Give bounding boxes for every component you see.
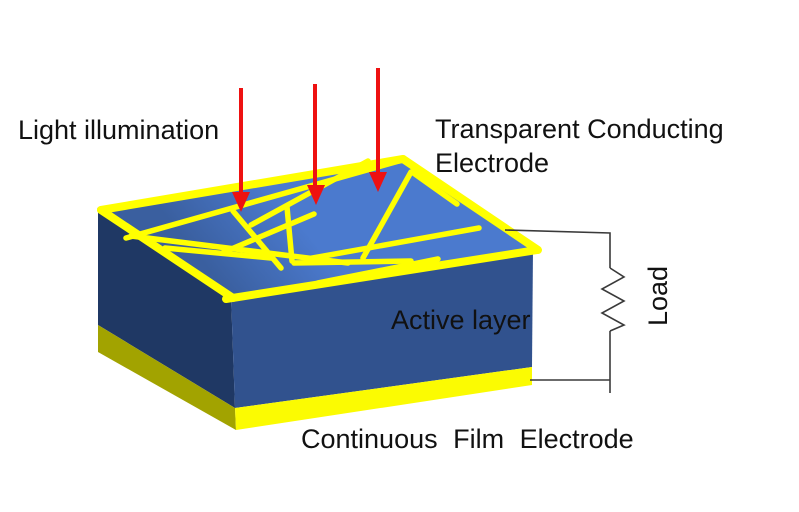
label-load: Load bbox=[643, 265, 673, 327]
label-active-layer: Active layer bbox=[391, 305, 531, 335]
label-transparent-conducting-line1: Transparent Conducting bbox=[435, 114, 724, 144]
nanowire bbox=[315, 256, 441, 286]
nanowire bbox=[304, 225, 482, 262]
nanowire bbox=[219, 211, 317, 256]
light-arrow-3 bbox=[369, 68, 387, 192]
arrow-shaft bbox=[376, 68, 380, 178]
label-transparent-conducting-line2: Electrode bbox=[435, 148, 550, 178]
mesh-border-right bbox=[399, 155, 542, 254]
light-arrows bbox=[232, 68, 387, 212]
nanowire bbox=[291, 258, 414, 266]
arrow-shaft bbox=[239, 88, 243, 198]
bottom-electrode-layer bbox=[98, 325, 532, 430]
mesh-border-front bbox=[222, 246, 541, 303]
bottom-electrode-left-face bbox=[98, 325, 236, 430]
arrow-head bbox=[369, 172, 387, 192]
label-light-illumination: Light illumination bbox=[18, 115, 220, 145]
mesh-border-left bbox=[97, 206, 237, 302]
arrow-head bbox=[307, 185, 325, 205]
nanowire bbox=[123, 158, 402, 241]
circuit-wire-top bbox=[504, 229, 611, 268]
nanowire bbox=[284, 204, 295, 264]
light-arrow-1 bbox=[232, 88, 250, 212]
label-continuous-film-electrode: Continuous Film Electrode bbox=[301, 424, 634, 454]
arrow-head bbox=[232, 192, 250, 212]
circuit bbox=[504, 229, 626, 393]
nanowire bbox=[360, 169, 414, 261]
nanowire bbox=[409, 169, 460, 207]
load-resistor-symbol bbox=[600, 267, 626, 332]
nanowire bbox=[162, 245, 274, 261]
box-left-face bbox=[98, 208, 235, 408]
light-arrow-2 bbox=[307, 84, 325, 205]
label-transparent-conducting-electrode: Transparent Conducting Electrode bbox=[435, 112, 724, 180]
nanowire-mesh bbox=[97, 155, 542, 303]
nanowire bbox=[248, 158, 371, 228]
arrow-shaft bbox=[313, 84, 317, 191]
bottom-electrode-front-face bbox=[235, 367, 532, 430]
